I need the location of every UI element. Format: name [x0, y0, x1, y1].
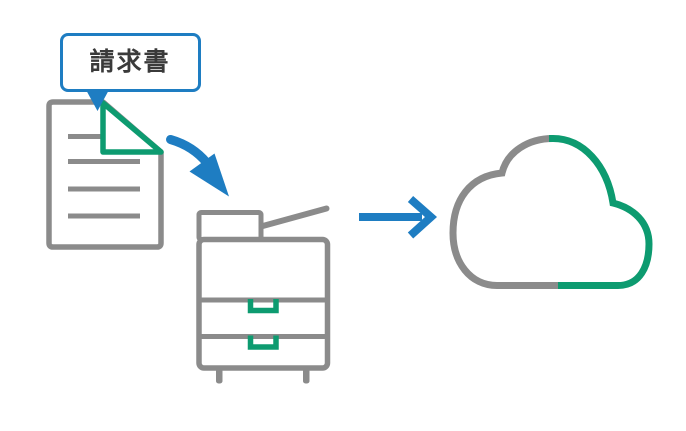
cloud-icon	[449, 135, 653, 289]
speech-bubble-tail	[85, 88, 110, 111]
arrow-shaft	[166, 135, 212, 168]
folded-corner-icon	[100, 100, 164, 155]
printer-feeder-arm	[258, 205, 330, 230]
arrow-down-right-icon	[166, 135, 229, 197]
invoice-document-icon	[46, 99, 164, 250]
arrow-right-icon	[359, 195, 438, 239]
invoice-label-bubble: 請求書	[59, 33, 201, 92]
printer-control-panel	[196, 210, 264, 242]
multifunction-printer-icon	[196, 205, 331, 384]
printer-drawer-handle	[247, 299, 279, 314]
printer-leg	[303, 367, 310, 384]
invoice-label-text: 請求書	[89, 48, 171, 76]
arrow-head	[189, 153, 229, 197]
arrow-head	[407, 195, 438, 239]
cloud-outline-green	[549, 135, 653, 289]
cloud-outline-gray	[449, 135, 562, 289]
printer-drawer-handle	[247, 335, 279, 350]
printer-leg	[216, 367, 223, 384]
